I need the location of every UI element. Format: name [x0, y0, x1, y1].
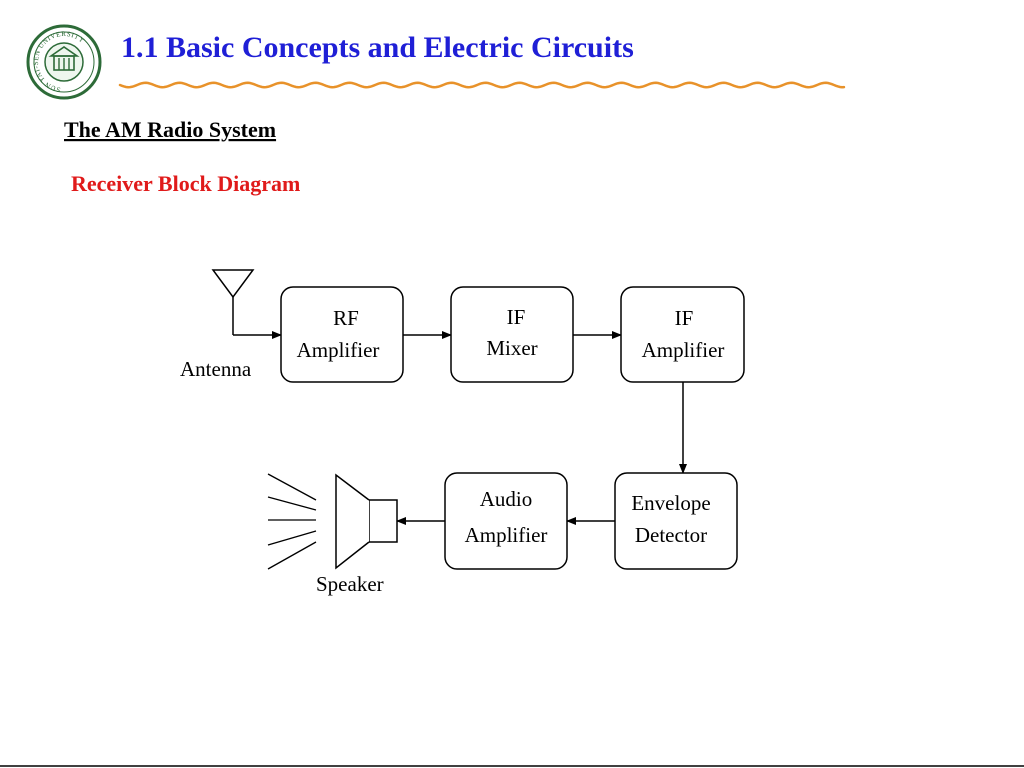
page-title: 1.1 Basic Concepts and Electric Circuits	[121, 31, 634, 64]
speaker-label: Speaker	[316, 572, 384, 596]
if-amplifier-line-2: Amplifier	[642, 338, 725, 362]
rf-amplifier-block: RF Amplifier	[280, 286, 404, 383]
university-logo: SUN YAT-SEN UNIVERSITY	[26, 24, 102, 100]
speaker-icon	[335, 473, 398, 570]
section-heading: The AM Radio System	[64, 117, 276, 142]
envelope-detector-line-1: Envelope	[631, 491, 710, 515]
audio-amplifier-line-1: Audio	[480, 487, 533, 511]
rf-amplifier-line-2: Amplifier	[297, 338, 380, 362]
audio-amplifier-line-2: Amplifier	[465, 523, 548, 547]
antenna-symbol	[211, 269, 255, 335]
if-mixer-line-2: Mixer	[486, 336, 537, 360]
rf-amplifier-line-1: RF	[333, 306, 359, 330]
if-mixer-block: IF Mixer	[450, 286, 574, 383]
antenna-label: Antenna	[180, 357, 252, 381]
envelope-detector-line-2: Detector	[635, 523, 707, 547]
if-mixer-line-1: IF	[507, 305, 526, 329]
sound-wave-lines	[267, 473, 317, 570]
if-amplifier-line-1: IF	[675, 306, 694, 330]
diagram-subheading: Receiver Block Diagram	[71, 171, 300, 196]
envelope-detector-block: Envelope Detector	[614, 472, 738, 570]
audio-amplifier-block: Audio Amplifier	[444, 472, 568, 570]
if-amplifier-block: IF Amplifier	[620, 286, 745, 383]
title-wave-divider	[118, 81, 846, 89]
